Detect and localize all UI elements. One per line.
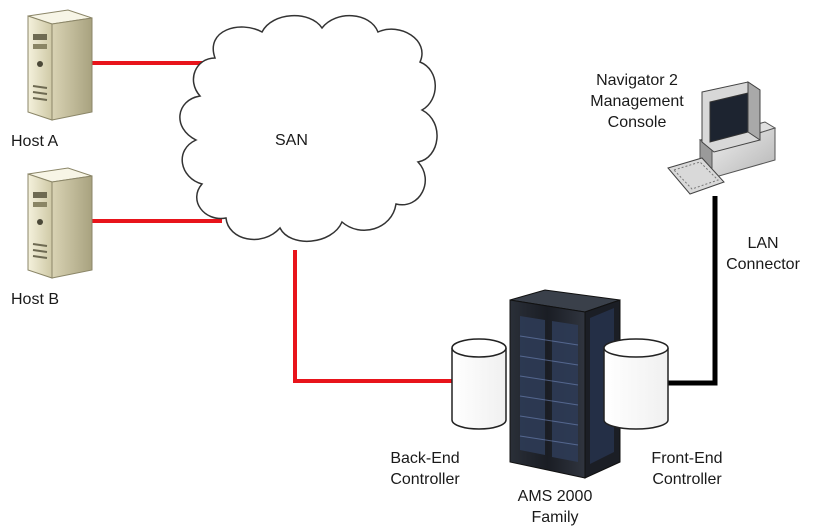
link-san-backend xyxy=(293,250,452,383)
server-icon xyxy=(27,167,93,279)
san-label: SAN xyxy=(275,132,308,149)
backend-label-line1: Back-End xyxy=(390,450,460,467)
front-end-controller-label: Front-End Controller xyxy=(632,448,742,490)
lan-label-line1: LAN xyxy=(747,235,779,252)
console-label-line3: Console xyxy=(607,114,667,131)
storage-array-icon xyxy=(509,289,621,479)
console-label-line1: Navigator 2 xyxy=(596,72,678,89)
frontend-label-line1: Front-End xyxy=(651,450,723,467)
lan-label-line2: Connector xyxy=(726,256,800,273)
disk-cylinder-icon xyxy=(603,338,669,430)
host-b-label: Host B xyxy=(11,291,60,308)
storage-label-line1: AMS 2000 xyxy=(517,488,593,505)
backend-label-line2: Controller xyxy=(390,471,460,488)
disk-cylinder-icon xyxy=(451,338,507,430)
frontend-label-line2: Controller xyxy=(652,471,722,488)
lan-connector-label: LAN Connector xyxy=(718,233,808,275)
workstation-icon xyxy=(667,81,777,195)
back-end-controller-label: Back-End Controller xyxy=(370,448,480,490)
host-a-label: Host A xyxy=(11,133,59,150)
storage-family-label: AMS 2000 Family xyxy=(500,486,610,528)
console-label-line2: Management xyxy=(590,93,684,110)
console-label: Navigator 2 Management Console xyxy=(572,70,702,133)
storage-label-line2: Family xyxy=(531,509,579,526)
server-icon xyxy=(27,9,93,121)
cloud-icon xyxy=(179,14,438,242)
link-lan-connector xyxy=(668,196,718,386)
